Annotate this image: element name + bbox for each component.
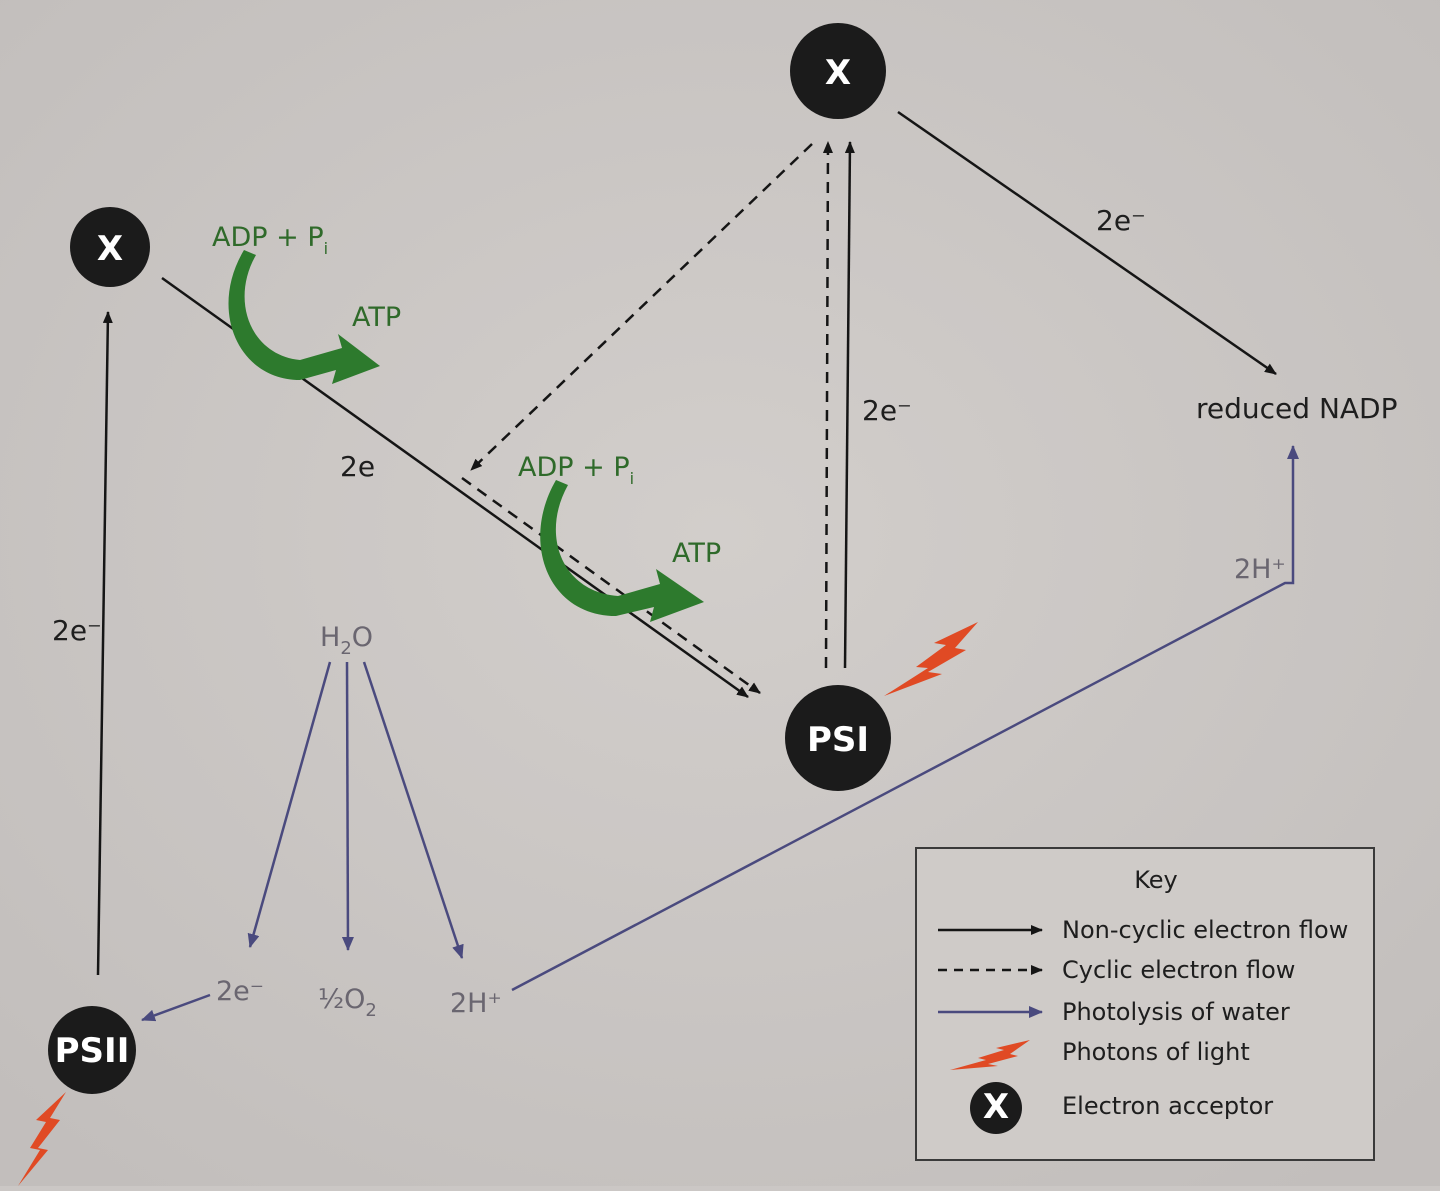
photolysis-to-protons	[362, 661, 464, 959]
photolysis-to-oxygen	[341, 661, 354, 951]
label-atp-middle: ATP	[672, 538, 721, 569]
key-title: Key	[1134, 866, 1178, 894]
label-2e-psi: 2e⁻	[862, 394, 912, 427]
water-o: O	[352, 622, 373, 653]
electrons-to-psii	[141, 993, 211, 1022]
label-adp-top: ADP + Pi	[212, 222, 328, 258]
atp-synthesis-arrow-middle	[540, 480, 704, 622]
electron-acceptor-top: X	[790, 23, 886, 119]
label-2h-right: 2H⁺	[1234, 554, 1286, 585]
photon-icon	[950, 1040, 1030, 1070]
node-label: PSII	[55, 1031, 130, 1071]
key-box: Key Non-cyclic electron flow Cyclic elec…	[915, 847, 1375, 1161]
adp-text: ADP + P	[212, 222, 324, 253]
node-label: X	[97, 229, 123, 269]
label-2e-water: 2e⁻	[216, 976, 264, 1007]
photon-icon-psi	[884, 622, 978, 696]
acceptor-icon	[970, 1082, 1022, 1134]
label-2e-nadp: 2e⁻	[1096, 204, 1146, 237]
water-subscript: 2	[340, 638, 351, 659]
label-adp-middle: ADP + Pi	[518, 452, 634, 488]
pi-subscript: i	[324, 239, 328, 258]
arrow-x-to-nadp	[897, 110, 1277, 376]
key-label: Photons of light	[1062, 1038, 1250, 1066]
acceptor-symbol: X	[983, 1087, 1009, 1127]
arrow-psi-to-x	[843, 141, 855, 669]
photolysis-to-electrons	[247, 661, 332, 948]
cyclic-x-to-chain	[470, 143, 813, 471]
label-2e-psii: 2e⁻	[52, 614, 102, 647]
atp-synthesis-arrow-top	[228, 250, 380, 384]
label-2h-bottom: 2H⁺	[450, 988, 502, 1019]
oxygen-text: ½O	[318, 984, 365, 1015]
label-reduced-nadp: reduced NADP	[1196, 392, 1397, 425]
electron-acceptor-left: X	[70, 207, 150, 287]
photon-icon-psii	[18, 1092, 66, 1186]
cyclic-psi-to-x	[822, 141, 833, 669]
label-atp-top: ATP	[352, 302, 401, 333]
label-water: H2O	[320, 622, 373, 659]
key-item-non-cyclic: Non-cyclic electron flow	[938, 916, 1348, 944]
cyclic-chain-to-psi	[461, 476, 761, 695]
oxygen-subscript: 2	[365, 1000, 376, 1021]
node-label: PSI	[807, 720, 869, 760]
photosystem-2: PSII	[48, 1006, 136, 1094]
key-item-electron-acceptor: X Electron acceptor	[970, 1082, 1273, 1134]
water-h: H	[320, 622, 340, 653]
pi-subscript: i	[630, 469, 634, 488]
key-label: Electron acceptor	[1062, 1092, 1273, 1120]
key-label: Cyclic electron flow	[1062, 956, 1295, 984]
adp-text: ADP + P	[518, 452, 630, 483]
key-label: Non-cyclic electron flow	[1062, 916, 1348, 944]
key-item-photons: Photons of light	[950, 1038, 1250, 1070]
key-label: Photolysis of water	[1062, 998, 1290, 1026]
key-item-photolysis: Photolysis of water	[938, 998, 1290, 1026]
key-item-cyclic: Cyclic electron flow	[938, 956, 1295, 984]
label-2e-chain: 2e	[340, 450, 375, 483]
node-label: X	[825, 53, 851, 93]
protons-to-nadp	[511, 445, 1299, 992]
photosystem-1: PSI	[785, 685, 891, 791]
arrow-psii-to-x	[96, 311, 113, 976]
label-half-oxygen: ½O2	[318, 984, 377, 1021]
